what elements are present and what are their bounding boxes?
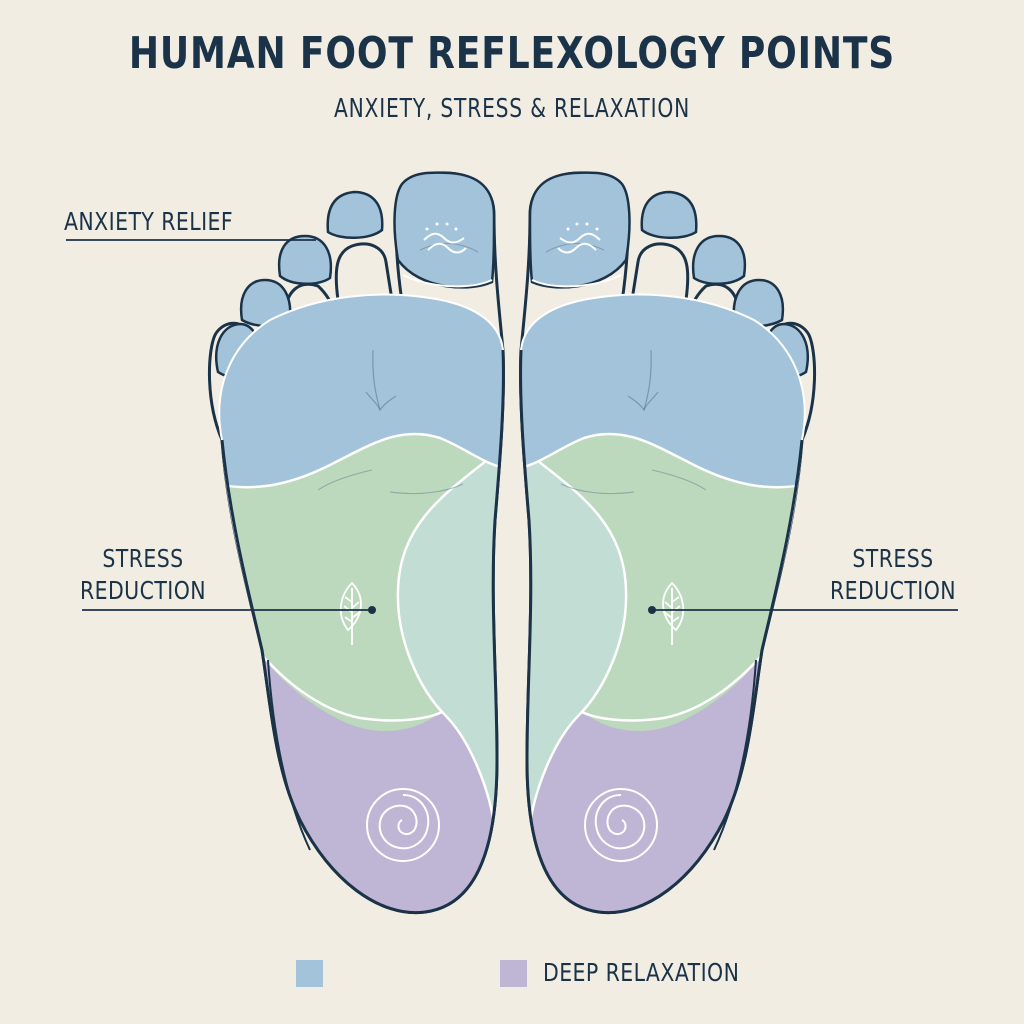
- left-foot: [207, 171, 505, 915]
- spiral-icon: [584, 788, 658, 862]
- legend-label-deep-relaxation: DEEP RELAXATION: [543, 958, 740, 987]
- right-toes: [528, 171, 809, 380]
- stress-label-line2: REDUCTION: [829, 576, 957, 605]
- left-big-toe: [393, 171, 496, 289]
- anxiety-relief-label: ANXIETY RELIEF: [64, 207, 234, 236]
- left-inner-arch-zone: [396, 448, 504, 832]
- legend-swatch-purple: [500, 960, 527, 987]
- right-foot: [519, 171, 817, 915]
- right-inner-arch-zone: [520, 448, 628, 832]
- stress-label-line1: STRESS: [852, 544, 934, 573]
- wave-icon: [423, 222, 467, 254]
- right-anxiety-relief-zone: [520, 294, 805, 489]
- page-title: HUMAN FOOT REFLEXOLOGY POINTS: [128, 28, 896, 79]
- stress-label-line2: REDUCTION: [79, 576, 207, 605]
- legend-swatch-blue: [296, 960, 323, 987]
- page-subtitle: ANXIETY, STRESS & RELAXATION: [333, 94, 691, 124]
- right-big-toe: [528, 171, 631, 289]
- spiral-icon: [366, 788, 440, 862]
- leaf-icon: [339, 581, 362, 645]
- stress-label-line1: STRESS: [102, 544, 184, 573]
- stress-reduction-label-right: STRESS REDUCTION: [822, 543, 965, 607]
- stress-reduction-label-left: STRESS REDUCTION: [72, 543, 215, 607]
- leaf-icon: [662, 581, 685, 645]
- wave-icon: [557, 222, 601, 254]
- left-anxiety-relief-zone: [219, 294, 504, 489]
